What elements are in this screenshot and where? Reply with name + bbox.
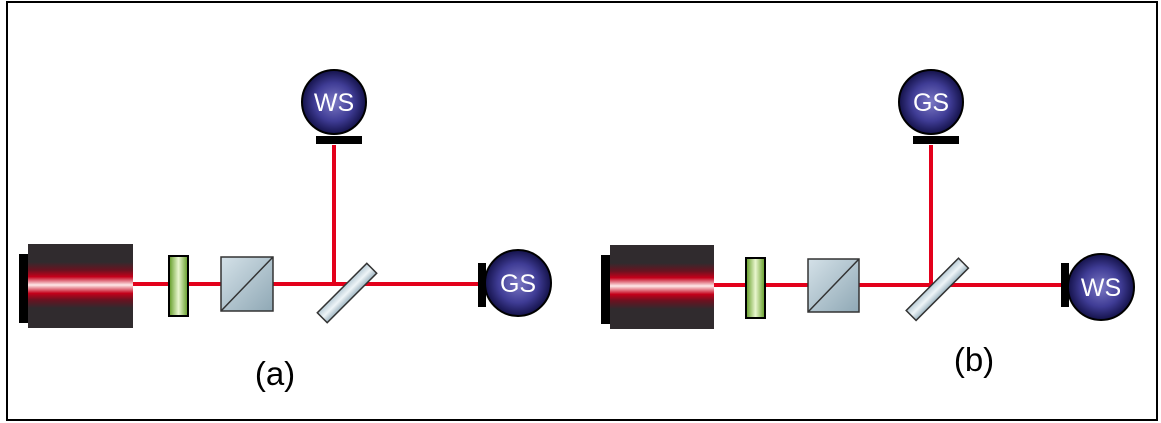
polarizing-beamsplitter-cube bbox=[220, 256, 274, 312]
waveplate bbox=[168, 255, 189, 317]
detector-label: GS bbox=[500, 270, 536, 298]
polarizing-beamsplitter-cube bbox=[807, 258, 860, 313]
detector-top: WS bbox=[301, 69, 367, 144]
detector-side: WS bbox=[1061, 253, 1135, 321]
detector-label: GS bbox=[913, 89, 949, 117]
panel-b: GS WS (b) bbox=[601, 69, 1135, 378]
figure-frame bbox=[6, 1, 1158, 421]
panel-label: (b) bbox=[954, 341, 994, 378]
laser-source bbox=[601, 245, 714, 329]
panel-a: WS GS (a) bbox=[19, 69, 552, 392]
detector-label: WS bbox=[314, 89, 354, 117]
detector-side: GS bbox=[478, 249, 552, 317]
waveplate bbox=[745, 257, 766, 319]
detector-label: WS bbox=[1081, 274, 1121, 302]
beam-splitter bbox=[316, 262, 378, 324]
laser-source bbox=[19, 244, 133, 328]
detector-top: GS bbox=[898, 69, 964, 144]
panel-label: (a) bbox=[255, 355, 295, 392]
beam-splitter bbox=[905, 257, 970, 322]
